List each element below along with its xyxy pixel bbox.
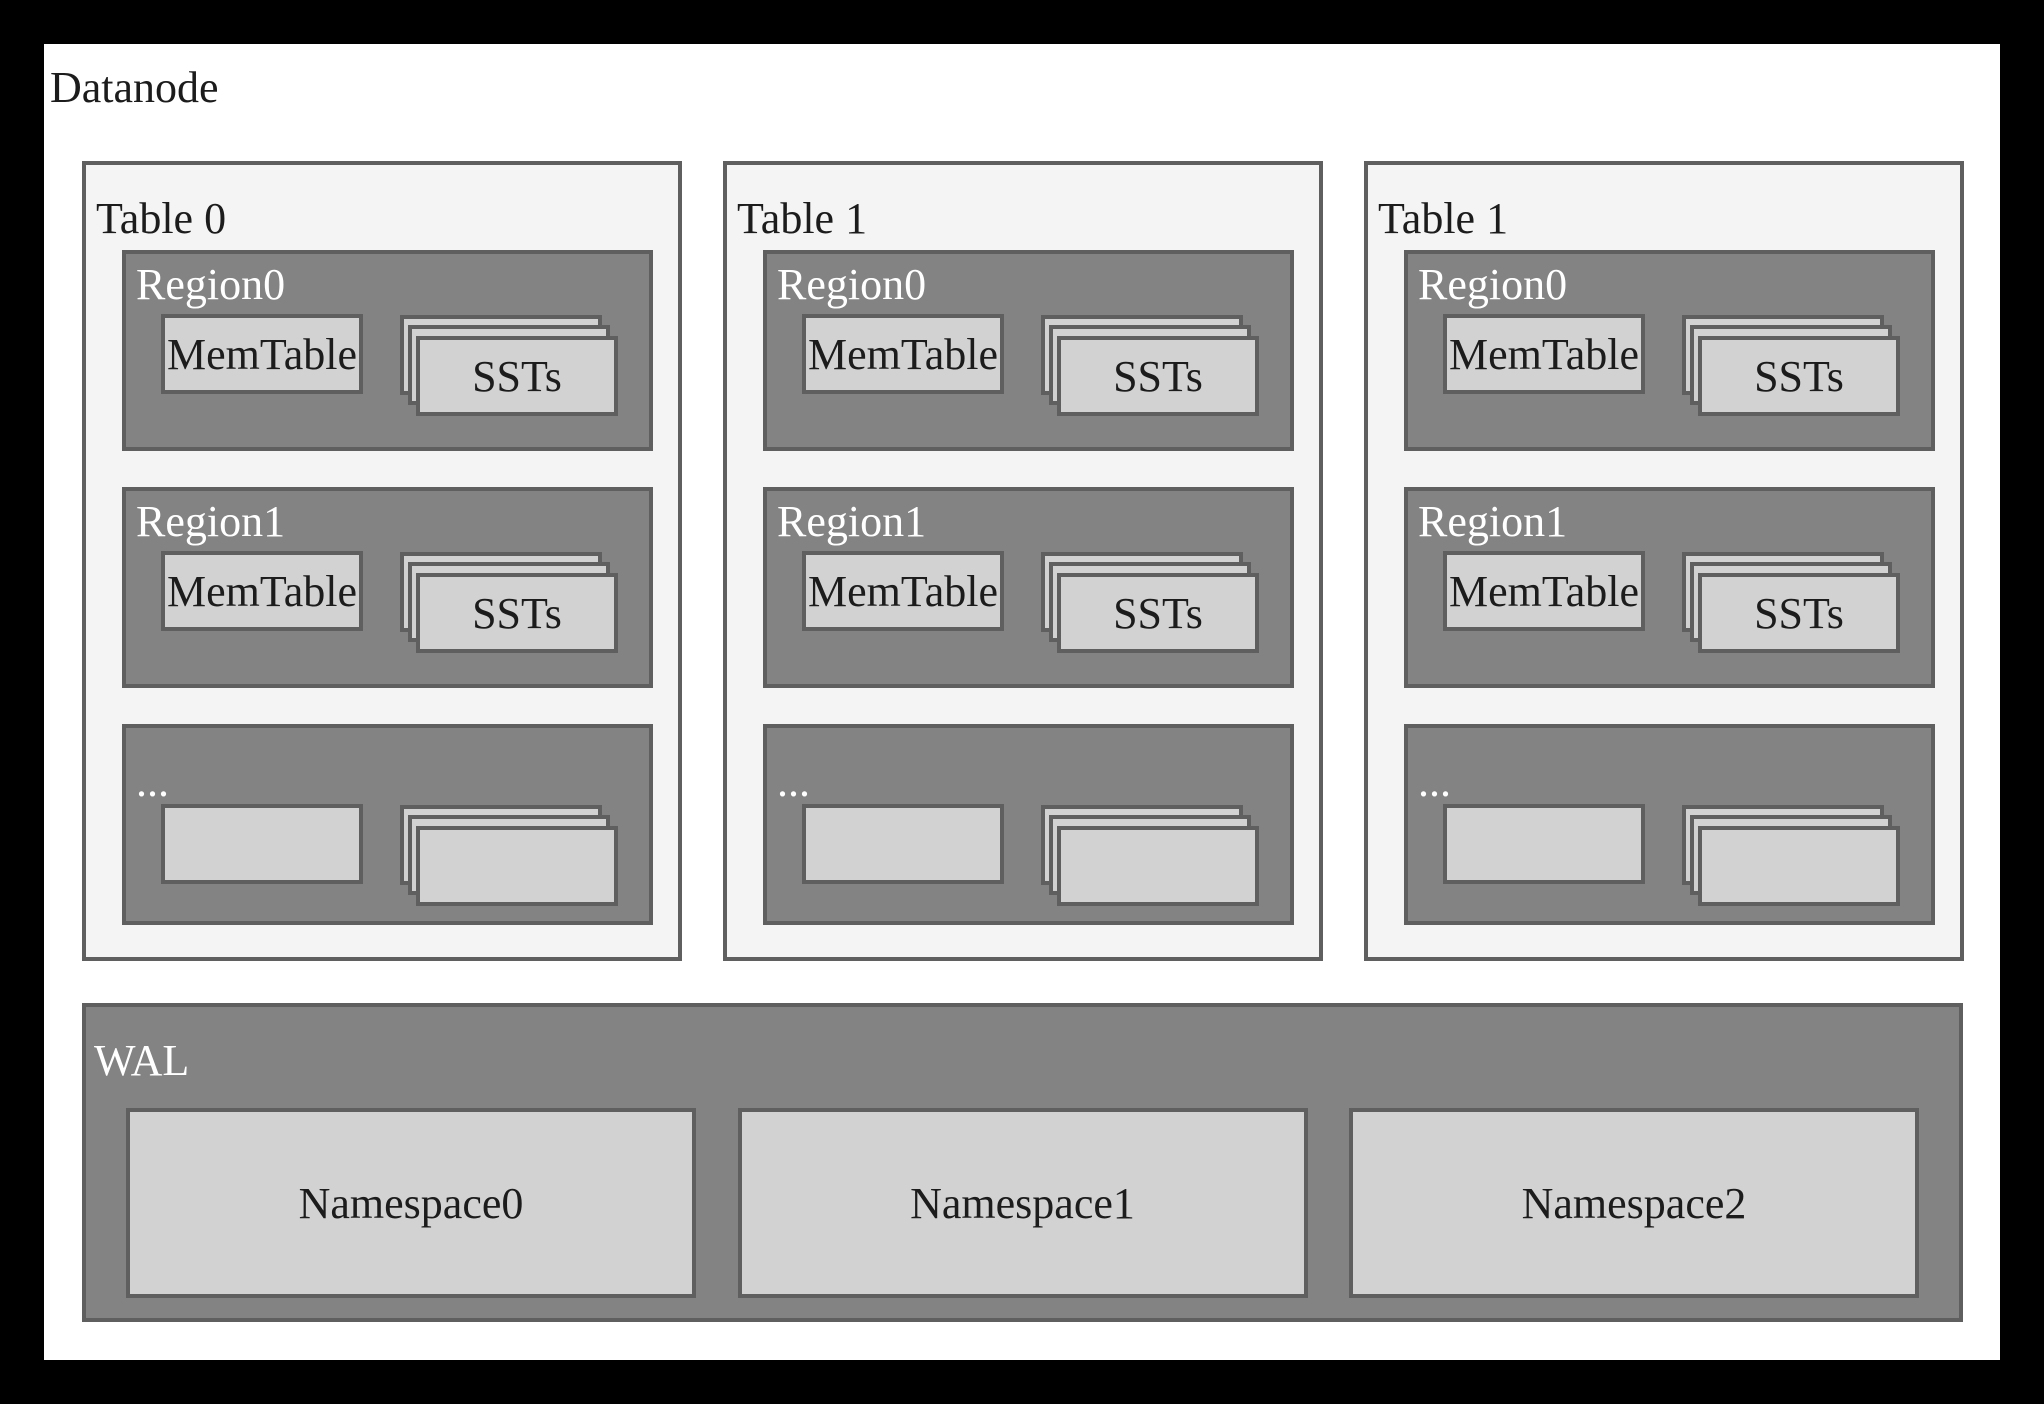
region-box: Region0 MemTable SSTs — [763, 250, 1294, 451]
wal-label: WAL — [94, 1036, 190, 1085]
region-label: Region0 — [136, 260, 286, 309]
tables-row: Table 0 Region0 MemTable SSTs Region1 Me… — [82, 161, 1964, 961]
memtable-box: MemTable — [802, 551, 1004, 631]
memtable-box-empty — [802, 804, 1004, 884]
ssts-front-box: SSTs — [416, 573, 618, 653]
region-box-more: ... — [763, 724, 1294, 925]
memtable-box: MemTable — [1443, 551, 1645, 631]
ssts-front-box: SSTs — [1698, 336, 1900, 416]
ssts-stack — [400, 805, 618, 906]
namespace-box: Namespace0 — [126, 1108, 696, 1298]
wal-box: WAL Namespace0 Namespace1 Namespace2 — [82, 1003, 1963, 1322]
ssts-stack: SSTs — [1682, 552, 1900, 653]
region-label: Region1 — [777, 497, 927, 546]
region-box: Region1 MemTable SSTs — [763, 487, 1294, 688]
ssts-front-box: SSTs — [416, 336, 618, 416]
memtable-box: MemTable — [161, 314, 363, 394]
region-box: Region1 MemTable SSTs — [1404, 487, 1935, 688]
memtable-box-empty — [161, 804, 363, 884]
ssts-front-box: SSTs — [1698, 573, 1900, 653]
region-box-more: ... — [122, 724, 653, 925]
ssts-stack: SSTs — [1041, 552, 1259, 653]
ssts-front-box-empty — [1698, 826, 1900, 906]
memtable-box: MemTable — [161, 551, 363, 631]
region-label: Region0 — [777, 260, 927, 309]
region-label: Region1 — [1418, 497, 1568, 546]
ssts-stack: SSTs — [400, 552, 618, 653]
region-more-label: ... — [777, 757, 810, 806]
regions-column: Region0 MemTable SSTs Region1 MemTable S… — [122, 250, 653, 925]
ssts-stack — [1682, 805, 1900, 906]
region-box: Region0 MemTable SSTs — [122, 250, 653, 451]
region-label: Region0 — [1418, 260, 1568, 309]
table-box: Table 1 Region0 MemTable SSTs Region1 Me… — [1364, 161, 1964, 961]
table-label: Table 1 — [1378, 194, 1509, 243]
memtable-box: MemTable — [802, 314, 1004, 394]
namespace-row: Namespace0 Namespace1 Namespace2 — [126, 1108, 1919, 1298]
namespace-box: Namespace1 — [737, 1108, 1308, 1298]
region-box: Region1 MemTable SSTs — [122, 487, 653, 688]
table-label: Table 1 — [737, 194, 868, 243]
datanode-container: Datanode Table 0 Region0 MemTable SSTs R… — [44, 44, 2000, 1360]
table-box: Table 1 Region0 MemTable SSTs Region1 Me… — [723, 161, 1323, 961]
namespace-box: Namespace2 — [1349, 1108, 1919, 1298]
ssts-stack: SSTs — [1682, 315, 1900, 416]
ssts-front-box-empty — [416, 826, 618, 906]
table-box: Table 0 Region0 MemTable SSTs Region1 Me… — [82, 161, 682, 961]
regions-column: Region0 MemTable SSTs Region1 MemTable S… — [763, 250, 1294, 925]
ssts-stack: SSTs — [400, 315, 618, 416]
region-box: Region0 MemTable SSTs — [1404, 250, 1935, 451]
table-label: Table 0 — [96, 194, 227, 243]
memtable-box-empty — [1443, 804, 1645, 884]
region-more-label: ... — [1418, 757, 1451, 806]
region-label: Region1 — [136, 497, 286, 546]
datanode-title: Datanode — [50, 63, 219, 112]
ssts-front-box-empty — [1057, 826, 1259, 906]
regions-column: Region0 MemTable SSTs Region1 MemTable S… — [1404, 250, 1935, 925]
memtable-box: MemTable — [1443, 314, 1645, 394]
ssts-front-box: SSTs — [1057, 336, 1259, 416]
ssts-stack: SSTs — [1041, 315, 1259, 416]
ssts-front-box: SSTs — [1057, 573, 1259, 653]
ssts-stack — [1041, 805, 1259, 906]
region-box-more: ... — [1404, 724, 1935, 925]
region-more-label: ... — [136, 757, 169, 806]
